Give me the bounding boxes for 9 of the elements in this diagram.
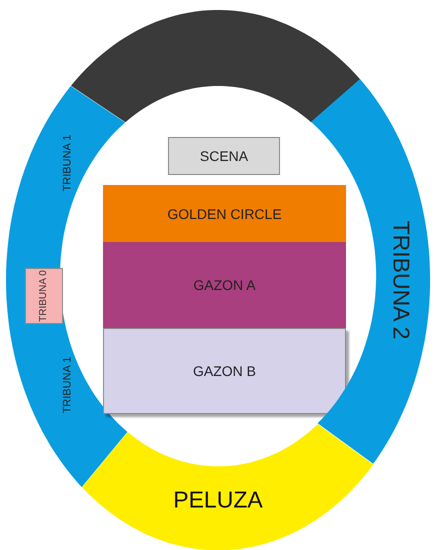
seating-area: TRIBUNA 0 — [25, 268, 63, 324]
seating-area: GOLDEN CIRCLE — [103, 185, 346, 242]
seating-area: SCENA — [168, 137, 280, 175]
seating-area: GAZON B — [103, 328, 346, 414]
section-label: TRIBUNA 1 — [62, 134, 74, 192]
section-label: PELUZA — [173, 488, 263, 512]
seating-area: GAZON A — [103, 242, 346, 328]
section-label: TRIBUNA 2 — [389, 220, 412, 340]
section-label: TRIBUNA 1 — [62, 356, 74, 414]
